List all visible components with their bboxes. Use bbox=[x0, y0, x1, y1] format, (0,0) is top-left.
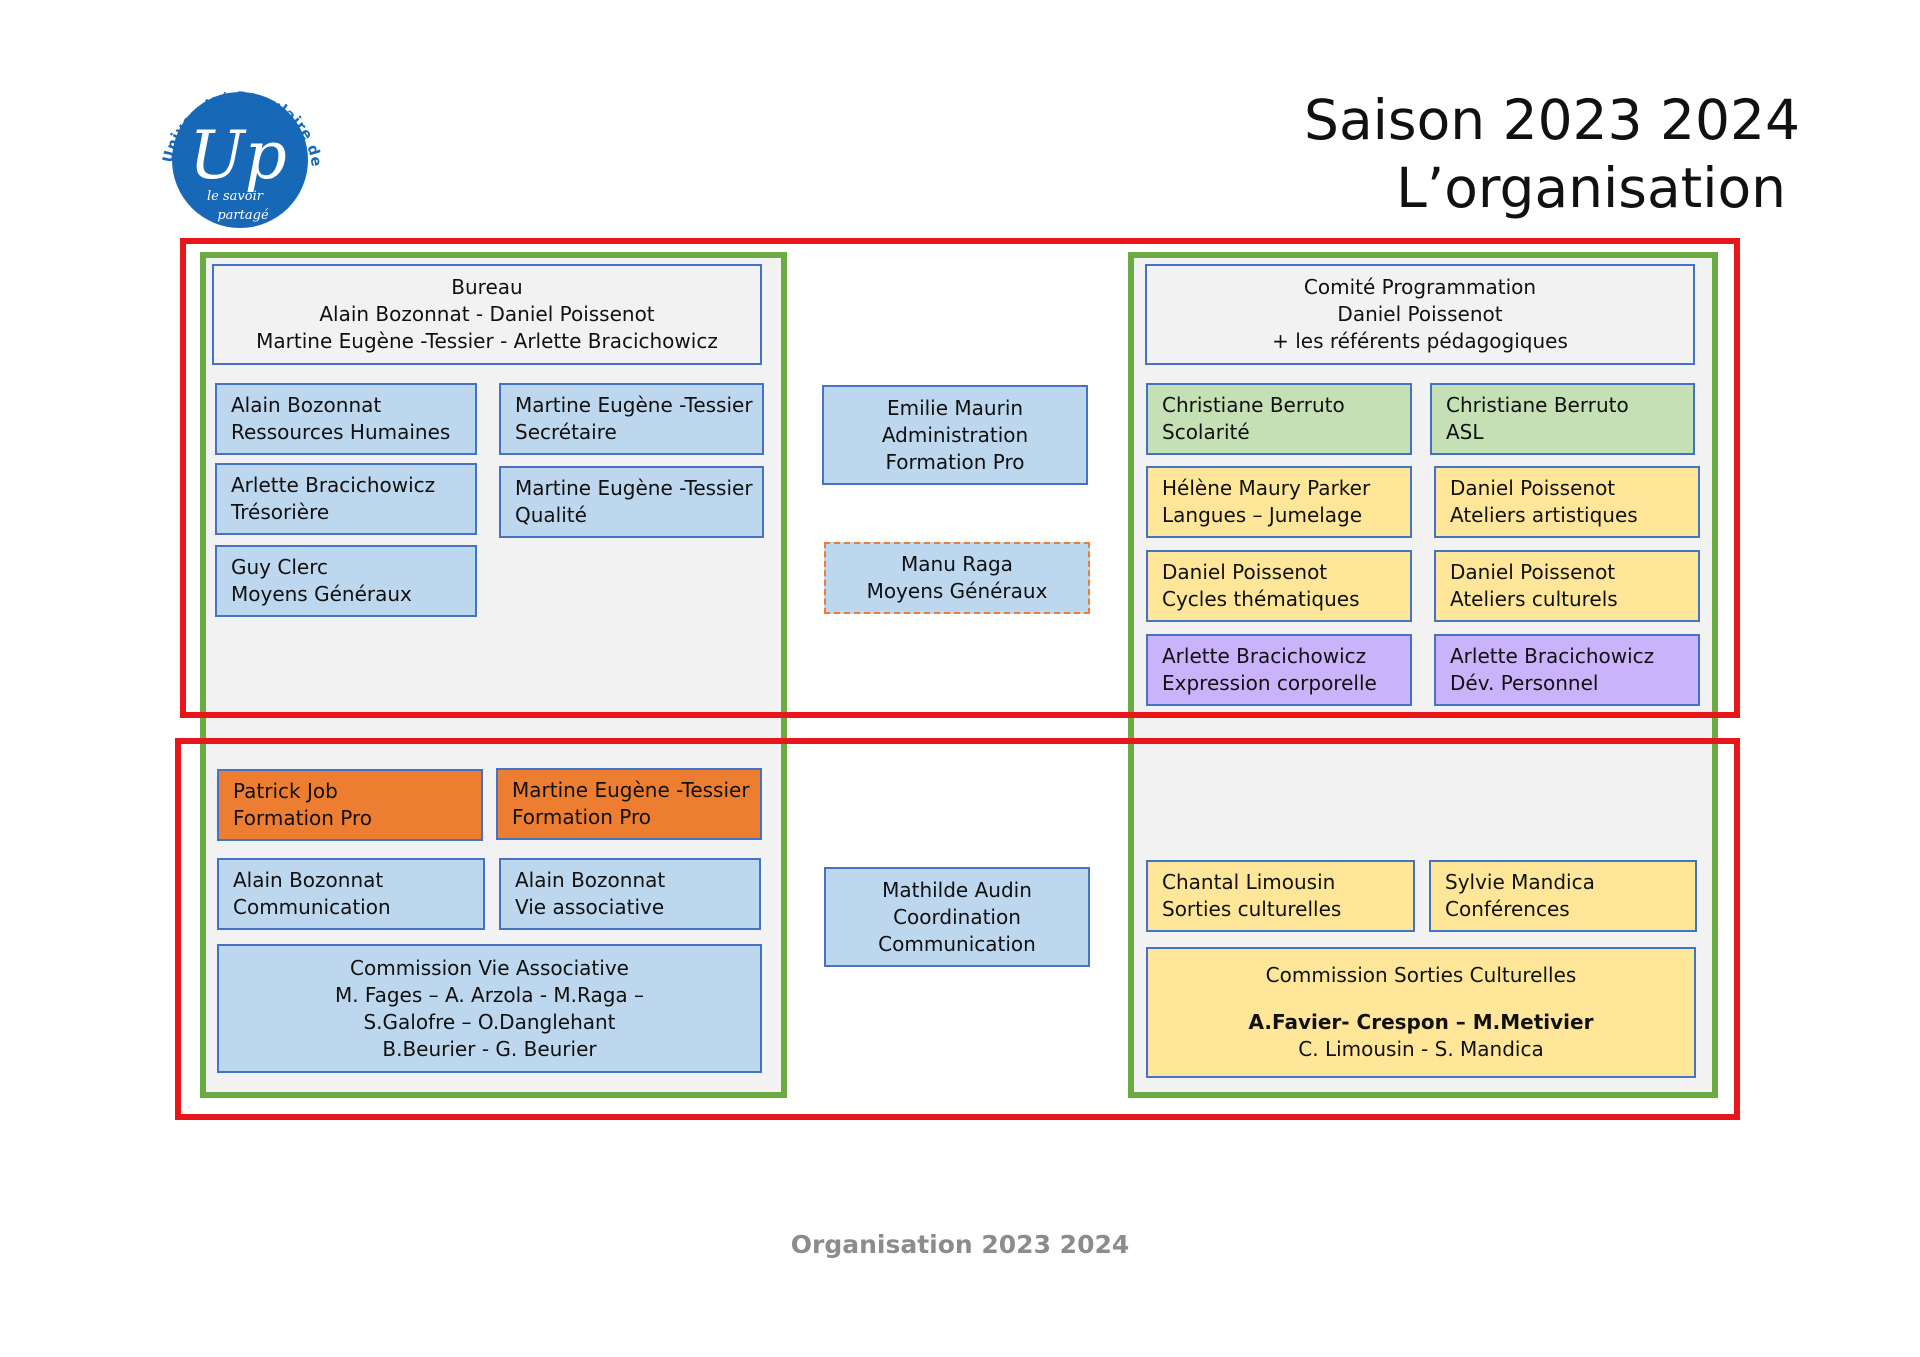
comite-line-1: Daniel Poissenot bbox=[1337, 302, 1503, 326]
conferences-box: Sylvie Mandica Conférences bbox=[1429, 860, 1697, 932]
admin-role-2: Formation Pro bbox=[885, 449, 1025, 474]
asl-name: Christiane Berruto bbox=[1446, 393, 1629, 417]
mathilde-box: Mathilde Audin Coordination Communicatio… bbox=[824, 867, 1090, 967]
secretaire-role: Secrétaire bbox=[515, 420, 617, 444]
scolarite-role: Scolarité bbox=[1162, 420, 1250, 444]
title-organisation: L’organisation bbox=[1396, 156, 1786, 220]
top-frame bbox=[180, 238, 1740, 718]
rh-name: Alain Bozonnat bbox=[231, 393, 382, 417]
bureau-box: Bureau Alain Bozonnat - Daniel Poissenot… bbox=[212, 264, 762, 365]
scolarite-box: Christiane Berruto Scolarité bbox=[1146, 383, 1412, 455]
ateliers-art-name: Daniel Poissenot bbox=[1450, 476, 1616, 500]
sylvie-name: Sylvie Mandica bbox=[1445, 870, 1595, 894]
commission-sorties-box: Commission Sorties Culturelles A.Favier-… bbox=[1146, 947, 1696, 1078]
ateliers-art-role: Ateliers artistiques bbox=[1450, 503, 1638, 527]
commission-vie-line-1: M. Fages – A. Arzola - M.Raga – bbox=[334, 982, 645, 1007]
dev-name: Arlette Bracichowicz bbox=[1450, 644, 1655, 668]
comite-line-2: + les référents pédagogiques bbox=[1272, 329, 1568, 353]
martine-fp-role: Formation Pro bbox=[512, 805, 652, 829]
commission-sorties-title: Commission Sorties Culturelles bbox=[1265, 963, 1577, 987]
footer-text: Organisation 2023 2024 bbox=[790, 1230, 1130, 1259]
dev-role: Dév. Personnel bbox=[1450, 671, 1599, 695]
vie-name: Alain Bozonnat bbox=[515, 868, 666, 892]
cycles-role: Cycles thématiques bbox=[1162, 587, 1360, 611]
bottom-frame bbox=[175, 738, 1740, 1120]
ateliers-cult-name: Daniel Poissenot bbox=[1450, 560, 1616, 584]
mathilde-role-1: Coordination bbox=[893, 904, 1021, 929]
patrick-role: Formation Pro bbox=[233, 806, 373, 830]
secretaire-box: Martine Eugène -Tessier Secrétaire bbox=[499, 383, 764, 455]
ateliers-cult-role: Ateliers culturels bbox=[1450, 587, 1618, 611]
admin-box: Emilie Maurin Administration Formation P… bbox=[822, 385, 1088, 485]
chantal-role: Sorties culturelles bbox=[1162, 897, 1342, 921]
comite-box: Comité Programmation Daniel Poissenot + … bbox=[1145, 264, 1695, 365]
title-season: Saison 2023 2024 bbox=[1304, 88, 1800, 152]
commission-vie-line-3: B.Beurier - G. Beurier bbox=[382, 1036, 597, 1061]
langues-box: Hélène Maury Parker Langues – Jumelage bbox=[1146, 466, 1412, 538]
expression-name: Arlette Bracichowicz bbox=[1162, 644, 1367, 668]
manu-role: Moyens Généraux bbox=[866, 579, 1048, 603]
moyens-name: Guy Clerc bbox=[231, 555, 328, 579]
rh-box: Alain Bozonnat Ressources Humaines bbox=[215, 383, 477, 455]
vie-role: Vie associative bbox=[515, 895, 665, 919]
cycles-box: Daniel Poissenot Cycles thématiques bbox=[1146, 550, 1412, 622]
comm-name: Alain Bozonnat bbox=[233, 868, 384, 892]
martine-fp-name: Martine Eugène -Tessier bbox=[512, 778, 750, 802]
admin-name: Emilie Maurin bbox=[886, 395, 1024, 420]
bureau-title: Bureau bbox=[451, 275, 523, 299]
scolarite-name: Christiane Berruto bbox=[1162, 393, 1345, 417]
mathilde-name: Mathilde Audin bbox=[882, 877, 1032, 902]
manu-raga-box: Manu Raga Moyens Généraux bbox=[824, 542, 1090, 614]
asl-box: Christiane Berruto ASL bbox=[1430, 383, 1695, 455]
commission-vie-line-2: S.Galofre – O.Danglehant bbox=[363, 1009, 616, 1034]
communication-box: Alain Bozonnat Communication bbox=[217, 858, 485, 930]
sorties-culturelles-box: Chantal Limousin Sorties culturelles bbox=[1146, 860, 1415, 932]
expression-box: Arlette Bracichowicz Expression corporel… bbox=[1146, 634, 1412, 706]
asl-role: ASL bbox=[1446, 420, 1484, 444]
cycles-name: Daniel Poissenot bbox=[1162, 560, 1328, 584]
patrick-name: Patrick Job bbox=[233, 779, 338, 803]
vie-associative-box: Alain Bozonnat Vie associative bbox=[499, 858, 761, 930]
secretaire-name: Martine Eugène -Tessier bbox=[515, 393, 753, 417]
tresoriere-box: Arlette Bracichowicz Trésorière bbox=[215, 463, 477, 535]
qualite-name: Martine Eugène -Tessier bbox=[515, 476, 753, 500]
admin-role-1: Administration bbox=[881, 422, 1029, 447]
moyens-role: Moyens Généraux bbox=[231, 582, 412, 606]
manu-name: Manu Raga bbox=[901, 552, 1013, 576]
ateliers-artistiques-box: Daniel Poissenot Ateliers artistiques bbox=[1434, 466, 1700, 538]
comite-title: Comité Programmation bbox=[1303, 275, 1537, 299]
commission-sorties-line-1: A.Favier- Crespon – M.Metivier bbox=[1248, 1010, 1594, 1034]
qualite-role: Qualité bbox=[515, 503, 587, 527]
rh-role: Ressources Humaines bbox=[231, 420, 451, 444]
dev-personnel-box: Arlette Bracichowicz Dév. Personnel bbox=[1434, 634, 1700, 706]
page-title: Saison 2023 2024 L’organisation bbox=[1100, 88, 1800, 228]
up-uzege-logo: Université Populaire de l'Uzège Up le sa… bbox=[140, 60, 323, 228]
logo-initials: Up bbox=[189, 117, 287, 194]
commission-vie-box: Commission Vie Associative M. Fages – A.… bbox=[217, 944, 762, 1073]
comm-role: Communication bbox=[233, 895, 391, 919]
martine-formation-box: Martine Eugène -Tessier Formation Pro bbox=[496, 768, 762, 840]
langues-role: Langues – Jumelage bbox=[1162, 503, 1363, 527]
logo-tagline-2: partagé bbox=[217, 208, 269, 223]
tresoriere-role: Trésorière bbox=[231, 500, 330, 524]
langues-name: Hélène Maury Parker bbox=[1162, 476, 1371, 500]
mathilde-role-2: Communication bbox=[878, 931, 1036, 956]
tresoriere-name: Arlette Bracichowicz bbox=[231, 473, 436, 497]
sylvie-role: Conférences bbox=[1445, 897, 1570, 921]
ateliers-culturels-box: Daniel Poissenot Ateliers culturels bbox=[1434, 550, 1700, 622]
expression-role: Expression corporelle bbox=[1162, 671, 1377, 695]
moyens-generaux-box: Guy Clerc Moyens Généraux bbox=[215, 545, 477, 617]
bureau-line-2: Martine Eugène -Tessier - Arlette Bracic… bbox=[256, 329, 718, 353]
bureau-line-1: Alain Bozonnat - Daniel Poissenot bbox=[319, 302, 655, 326]
chantal-name: Chantal Limousin bbox=[1162, 870, 1336, 894]
patrick-job-box: Patrick Job Formation Pro bbox=[217, 769, 483, 841]
commission-vie-title: Commission Vie Associative bbox=[350, 955, 629, 980]
qualite-box: Martine Eugène -Tessier Qualité bbox=[499, 466, 764, 538]
commission-sorties-line-2: C. Limousin - S. Mandica bbox=[1298, 1037, 1544, 1061]
logo-tagline-1: le savoir bbox=[207, 189, 264, 204]
